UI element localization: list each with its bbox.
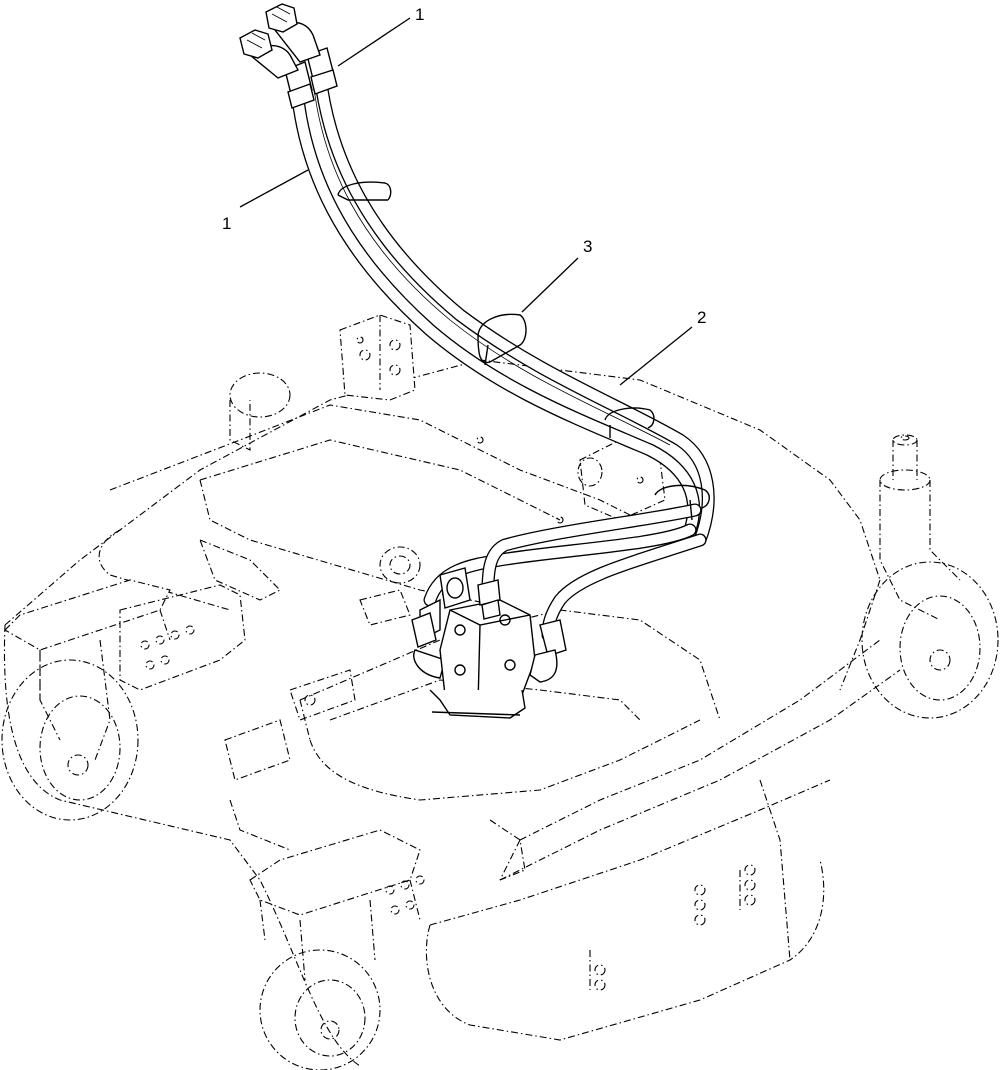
callout-3: 3 xyxy=(583,237,592,256)
callout-labels: 1 1 3 2 xyxy=(222,5,706,327)
leader-lines xyxy=(239,17,693,386)
callout-1-top: 1 xyxy=(415,5,424,24)
hydraulic-motor xyxy=(411,567,567,719)
callout-2: 2 xyxy=(697,308,706,327)
mower-deck-phantom xyxy=(1,314,999,1070)
hydraulic-hose-pair xyxy=(290,68,715,547)
leader-2 xyxy=(619,326,693,386)
callout-1-left: 1 xyxy=(222,214,231,233)
leader-1-left xyxy=(239,169,309,208)
hose-end-fittings xyxy=(239,3,338,109)
leader-3 xyxy=(521,257,579,313)
hose-clamps xyxy=(337,181,710,521)
leader-1-top xyxy=(337,17,411,67)
